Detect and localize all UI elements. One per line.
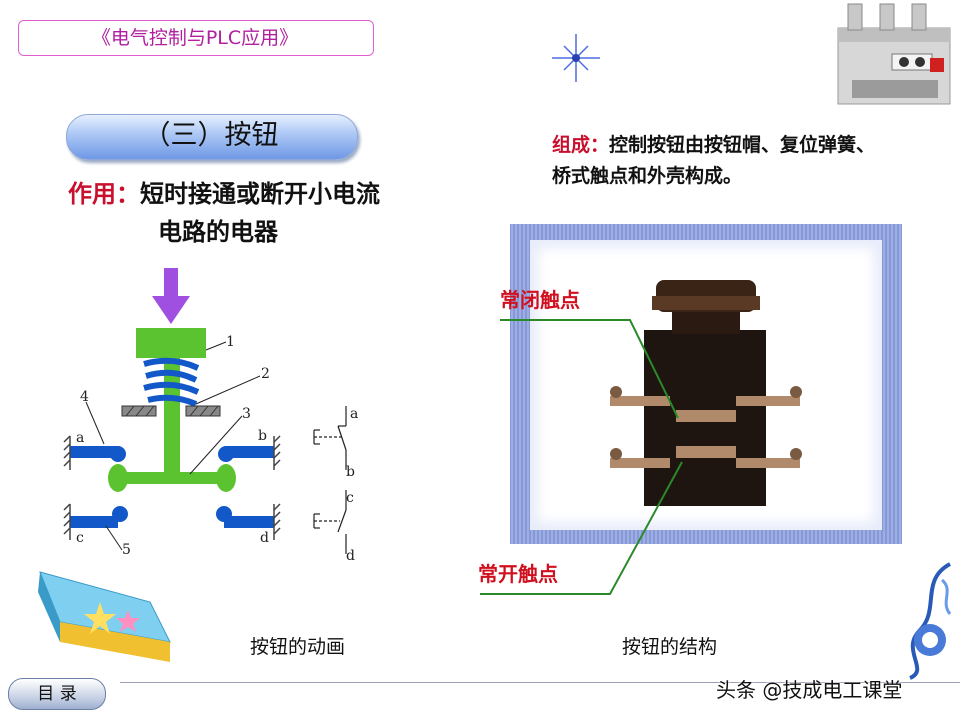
course-title-frame bbox=[18, 20, 374, 56]
no-contact-label: 常开触点 bbox=[478, 562, 558, 586]
label-number-2: 2 bbox=[261, 366, 270, 382]
purpose-line1: 短时接通或断开小电流 bbox=[140, 179, 380, 208]
label-letter-c: c bbox=[76, 530, 84, 546]
composition-text: 组成：控制按钮由按钮帽、复位弹簧、桥式触点和外壳构成。 bbox=[552, 130, 882, 192]
symbol-letter-a: a bbox=[350, 406, 358, 422]
button-cap bbox=[136, 328, 206, 358]
book-icon bbox=[38, 571, 171, 662]
symbol-letter-b: b bbox=[346, 464, 355, 480]
contact-d bbox=[224, 516, 274, 528]
purpose-label: 作用： bbox=[68, 179, 140, 208]
label-letter-a: a bbox=[76, 430, 84, 446]
contact-c bbox=[70, 516, 118, 528]
structure-caption: 按钮的结构 bbox=[622, 636, 718, 658]
contact-a bbox=[70, 446, 118, 458]
footer-divider bbox=[120, 682, 960, 683]
thermal-relay-image bbox=[837, 3, 951, 105]
button-diagram: 1 2 3 4 5 a b c d a b c d bbox=[63, 268, 358, 564]
reset-spring bbox=[143, 357, 200, 407]
press-arrow-icon bbox=[152, 296, 190, 324]
stop-right bbox=[185, 405, 221, 417]
label-number-1: 1 bbox=[226, 334, 235, 350]
label-number-3: 3 bbox=[242, 406, 251, 422]
nc-contact-label: 常闭触点 bbox=[500, 288, 580, 312]
watermark-text: 头条 @技成电工课堂 bbox=[716, 678, 903, 702]
button-photo bbox=[610, 280, 802, 506]
photo-leader-lines bbox=[480, 319, 683, 595]
press-arrow-shaft bbox=[164, 268, 178, 300]
section-title-pill bbox=[66, 114, 358, 160]
stop-left bbox=[121, 405, 157, 417]
label-letter-d: d bbox=[260, 530, 269, 546]
no-symbol bbox=[313, 490, 347, 554]
label-letter-b: b bbox=[258, 428, 267, 444]
sparkle-icon bbox=[552, 34, 600, 82]
nc-symbol bbox=[313, 406, 347, 470]
purpose-line2: 电路的电器 bbox=[158, 217, 278, 246]
ornament-icon bbox=[909, 562, 952, 680]
animation-caption: 按钮的动画 bbox=[250, 636, 346, 658]
composition-body: 控制按钮由按钮帽、复位弹簧、桥式触点和外壳构成。 bbox=[552, 134, 876, 187]
section-title: （三）按钮 bbox=[143, 120, 279, 151]
label-number-5: 5 bbox=[122, 542, 131, 558]
symbol-letter-d: d bbox=[346, 548, 355, 564]
symbol-letter-c: c bbox=[346, 490, 354, 506]
course-title: 《电气控制与PLC应用》 bbox=[91, 27, 299, 49]
composition-label: 组成： bbox=[552, 134, 610, 156]
bridge-contact bbox=[116, 472, 228, 484]
toc-button[interactable]: 目 录 bbox=[8, 678, 106, 710]
contact-b bbox=[226, 446, 274, 458]
label-number-4: 4 bbox=[80, 389, 89, 405]
purpose-text: 作用：短时接通或断开小电流 bbox=[68, 174, 380, 209]
